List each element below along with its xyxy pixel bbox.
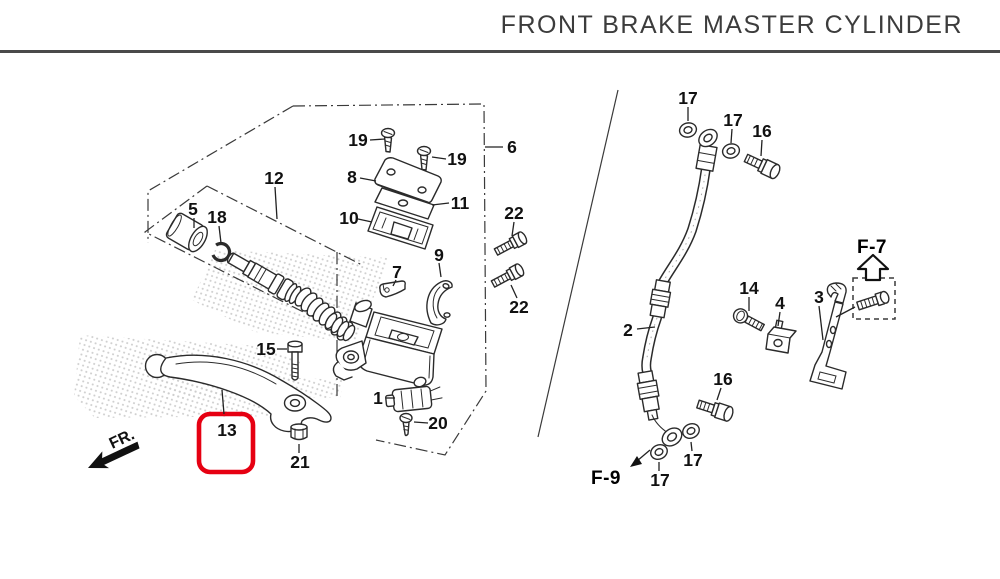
leader-line bbox=[716, 387, 722, 401]
leader-line bbox=[511, 221, 515, 237]
group-boundary-6 bbox=[147, 103, 487, 456]
switch-screw bbox=[399, 412, 413, 437]
cap-screw bbox=[380, 127, 396, 153]
leader-line bbox=[218, 225, 222, 244]
circlip bbox=[210, 241, 232, 263]
part-label-15[interactable]: 15 bbox=[256, 339, 276, 359]
ref-f7-group bbox=[835, 253, 896, 320]
part-label-19[interactable]: 19 bbox=[348, 130, 368, 150]
part-label-10[interactable]: 10 bbox=[339, 208, 359, 228]
page-header: FRONT BRAKE MASTER CYLINDER bbox=[0, 0, 1000, 53]
flange-bolt bbox=[732, 308, 765, 332]
part-label-16[interactable]: 16 bbox=[713, 369, 733, 389]
part-label-22[interactable]: 22 bbox=[504, 203, 524, 223]
leader-line bbox=[359, 177, 377, 182]
leader-line bbox=[274, 186, 278, 220]
part-label-22[interactable]: 22 bbox=[509, 297, 529, 317]
part-label-8[interactable]: 8 bbox=[347, 167, 357, 187]
part-label-6[interactable]: 6 bbox=[507, 137, 517, 157]
part-label-17[interactable]: 17 bbox=[650, 470, 669, 490]
part-label-5[interactable]: 5 bbox=[188, 199, 198, 219]
f7-up-arrow-icon bbox=[856, 253, 890, 282]
leader-line bbox=[221, 389, 225, 415]
part-label-4[interactable]: 4 bbox=[775, 293, 785, 313]
part-label-19[interactable]: 19 bbox=[447, 149, 467, 169]
part-label-18[interactable]: 18 bbox=[207, 207, 227, 227]
leader-line bbox=[357, 218, 373, 223]
page-title: FRONT BRAKE MASTER CYLINDER bbox=[500, 10, 963, 39]
ref-f9-group bbox=[630, 449, 651, 467]
part-label-7[interactable]: 7 bbox=[392, 262, 402, 282]
sealing-washer bbox=[721, 143, 741, 159]
leader-line bbox=[690, 441, 693, 452]
page-ref-F-9[interactable]: F-9 bbox=[591, 468, 621, 489]
f9-arrow-icon bbox=[630, 456, 642, 467]
hose-clamp bbox=[765, 319, 797, 354]
reservoir-bolt bbox=[493, 231, 528, 256]
part-label-14[interactable]: 14 bbox=[739, 278, 759, 298]
sealing-washer bbox=[650, 444, 668, 460]
leader-line bbox=[760, 139, 763, 157]
part-label-16[interactable]: 16 bbox=[752, 121, 772, 141]
leader-line bbox=[636, 326, 656, 330]
part-label-17[interactable]: 17 bbox=[723, 110, 742, 130]
leader-line bbox=[730, 128, 733, 144]
leader-line bbox=[413, 421, 429, 424]
fr-direction-arrow: FR. bbox=[88, 426, 140, 469]
part-label-9[interactable]: 9 bbox=[434, 245, 444, 265]
leader-line bbox=[392, 279, 397, 287]
part-label-11[interactable]: 11 bbox=[451, 193, 470, 213]
master-cylinder-body bbox=[324, 299, 443, 400]
leader-line bbox=[431, 202, 450, 206]
master-piston bbox=[226, 252, 302, 305]
part-label-21[interactable]: 21 bbox=[290, 452, 310, 472]
reservoir-bolt bbox=[490, 263, 525, 288]
leader-line bbox=[369, 138, 386, 141]
banjo-bolt bbox=[696, 399, 734, 422]
cap-screw bbox=[416, 145, 432, 171]
brake-lever bbox=[144, 353, 332, 433]
part-label-12[interactable]: 12 bbox=[264, 168, 284, 188]
page-ref-F-7[interactable]: F-7 bbox=[857, 237, 887, 258]
reservoir-cap bbox=[374, 157, 442, 204]
part-label-17[interactable]: 17 bbox=[678, 88, 697, 108]
leader-line bbox=[777, 311, 781, 327]
handlebar-clamp bbox=[426, 280, 453, 326]
sealing-washer bbox=[678, 122, 698, 138]
brake-hose bbox=[636, 128, 718, 447]
leader-line bbox=[438, 262, 442, 278]
part-label-17[interactable]: 17 bbox=[683, 450, 702, 470]
sealing-washer bbox=[682, 423, 700, 439]
pivot-bolt bbox=[287, 340, 303, 381]
part-label-13[interactable]: 13 bbox=[217, 420, 237, 440]
diaphragm bbox=[367, 206, 434, 250]
hose-bracket bbox=[809, 282, 847, 390]
leader-line bbox=[510, 284, 518, 299]
leader-line bbox=[431, 156, 447, 160]
red-highlight-box[interactable] bbox=[196, 411, 256, 475]
banjo-bolt bbox=[743, 153, 781, 180]
part-label-3[interactable]: 3 bbox=[814, 287, 824, 307]
leader-line bbox=[818, 305, 824, 341]
part-label-20[interactable]: 20 bbox=[428, 413, 448, 433]
section-divider-line bbox=[537, 89, 619, 438]
cap-plate bbox=[374, 187, 435, 220]
stoplight-switch bbox=[385, 385, 443, 413]
clamp-stay bbox=[379, 280, 406, 298]
part-label-1[interactable]: 1 bbox=[373, 388, 383, 408]
pivot-nut bbox=[290, 423, 308, 441]
part-label-2[interactable]: 2 bbox=[623, 320, 633, 340]
